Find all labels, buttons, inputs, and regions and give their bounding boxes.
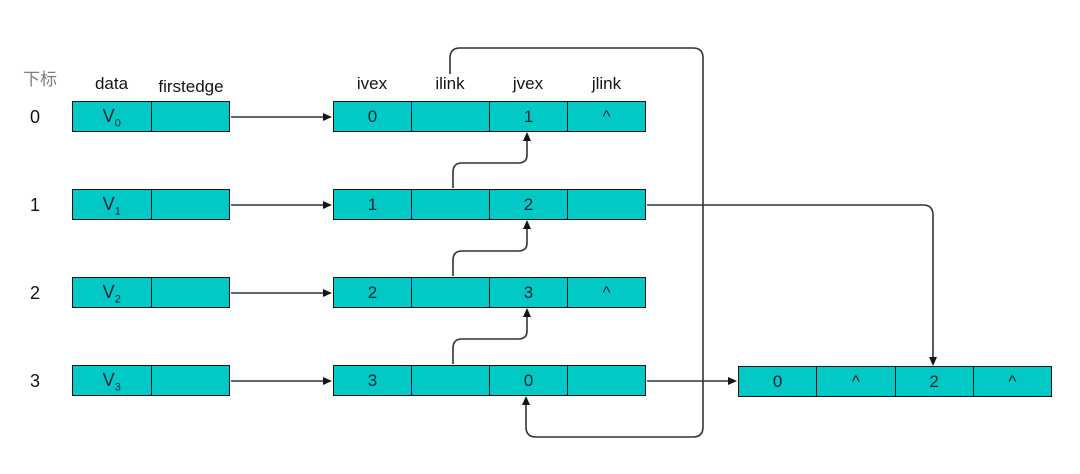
data-column-header: data	[72, 74, 151, 94]
edge-node-3: 3 0	[333, 365, 646, 396]
jlink-cell	[568, 190, 645, 219]
ilink-cell	[412, 102, 490, 131]
row-index-0: 0	[29, 107, 40, 127]
arrow-jlink-edge1-to-extra	[647, 204, 937, 366]
ivex-cell: 2	[334, 278, 412, 307]
vertex-label: V1	[102, 194, 121, 218]
ivex-cell: 0	[334, 102, 412, 131]
jvex-cell: 3	[490, 278, 568, 307]
jlink-cell	[568, 366, 645, 395]
jlink-cell: ^	[602, 106, 611, 126]
arrow-ilink-edge1-to-edge0	[452, 132, 531, 188]
jvex-column-header: jvex	[489, 74, 567, 94]
ivex-cell: 3	[334, 366, 412, 395]
firstedge-cell	[152, 190, 230, 219]
data-cell: V0	[73, 102, 152, 131]
edge-node-0: 0 1 ^	[333, 101, 646, 132]
firstedge-column-header: firstedge	[143, 77, 239, 97]
vertex-label: V3	[102, 370, 121, 394]
ilink-cell: ^	[817, 367, 896, 396]
vertex-node-1: V1	[72, 189, 230, 220]
edge-node-extra: 0 ^ 2 ^	[738, 366, 1052, 397]
vertex-node-2: V2	[72, 277, 230, 308]
jlink-cell: ^	[602, 282, 611, 302]
vertex-node-0: V0	[72, 101, 230, 132]
ivex-cell: 1	[334, 190, 412, 219]
firstedge-cell	[152, 278, 230, 307]
edge-node-1: 1 2	[333, 189, 646, 220]
row-index-1: 1	[29, 195, 40, 215]
ilink-cell	[412, 278, 490, 307]
firstedge-cell	[152, 366, 230, 395]
jlink-column-header: jlink	[567, 74, 646, 94]
jvex-cell: 1	[490, 102, 568, 131]
edge-node-2: 2 3 ^	[333, 277, 646, 308]
jvex-cell: 0	[490, 366, 568, 395]
arrow-ilink-loop-edge0-to-edge3	[449, 47, 704, 438]
jvex-cell: 2	[490, 190, 568, 219]
vertex-label: V2	[102, 282, 121, 306]
ivex-cell: 0	[739, 367, 818, 396]
row-index-3: 3	[29, 371, 40, 391]
jvex-cell: 2	[896, 367, 974, 396]
ivex-column-header: ivex	[333, 74, 411, 94]
data-cell: V2	[73, 278, 152, 307]
arrow-ilink-edge2-to-edge1	[452, 220, 531, 276]
vertex-label: V0	[102, 106, 121, 130]
ilink-cell	[412, 366, 490, 395]
arrow-ilink-edge3-to-edge2	[452, 308, 531, 364]
index-column-header: 下标	[14, 70, 66, 90]
data-cell: V3	[73, 366, 152, 395]
jlink-cell: ^	[1008, 371, 1017, 391]
firstedge-cell	[152, 102, 230, 131]
ilink-cell	[412, 190, 490, 219]
data-cell: V1	[73, 190, 152, 219]
vertex-node-3: V3	[72, 365, 230, 396]
ilink-column-header: ilink	[411, 74, 489, 94]
row-index-2: 2	[29, 283, 40, 303]
